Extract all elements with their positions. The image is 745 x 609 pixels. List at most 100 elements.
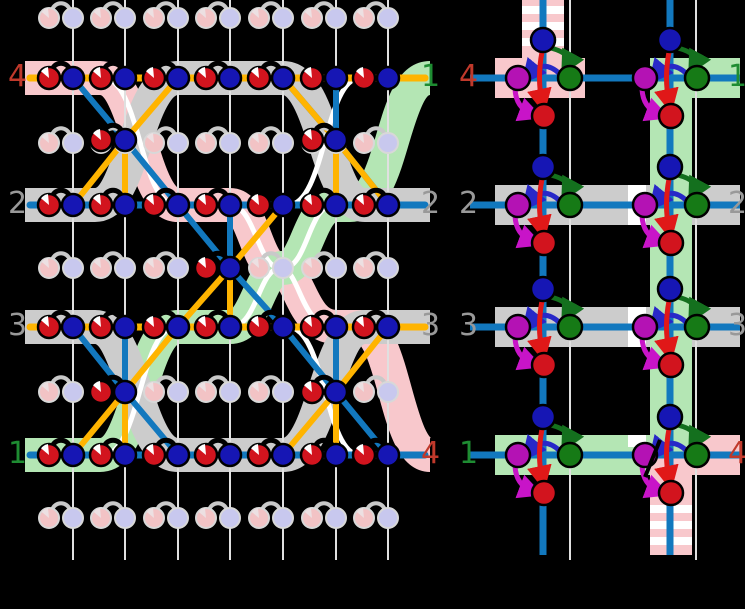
node-pair-active — [299, 437, 349, 468]
blue-node — [167, 507, 189, 529]
red-node-notch — [93, 8, 101, 18]
vertex-group — [504, 26, 585, 130]
magenta-node — [504, 441, 532, 469]
left-label-row-2: 2 — [8, 186, 28, 221]
node-pair-active — [88, 60, 138, 91]
blue-node — [529, 153, 557, 181]
node-pair-faded — [38, 1, 84, 29]
arrow-blue-to-red — [527, 428, 552, 491]
red-node-notch — [356, 444, 364, 455]
red-node-notch — [251, 382, 259, 392]
node-pair-active — [193, 187, 243, 218]
red-node-notch — [198, 8, 206, 18]
vertex-group — [631, 153, 712, 257]
node-pair-active — [351, 60, 401, 91]
red-node-notch — [41, 444, 49, 455]
node-pair-crossing — [88, 374, 138, 405]
blue-node — [165, 314, 191, 340]
red-node-notch — [93, 194, 101, 205]
red-node-notch — [251, 8, 259, 18]
green-node — [556, 191, 584, 219]
red-node-notch — [198, 508, 206, 518]
blue-node — [656, 275, 684, 303]
red-node-notch — [304, 381, 312, 392]
red-node-notch — [251, 444, 259, 455]
blue-node — [112, 442, 138, 468]
blue-node — [325, 7, 347, 29]
blue-node — [112, 127, 138, 153]
node-pair-faded — [301, 251, 347, 279]
node-pair-faded — [248, 126, 294, 154]
red-node-notch — [41, 133, 49, 143]
blue-node — [219, 7, 241, 29]
node-pair-faded — [353, 126, 399, 154]
node-pair-active — [141, 309, 191, 340]
blue-node — [167, 7, 189, 29]
red-node-notch — [41, 382, 49, 392]
red-node-notch — [356, 382, 364, 392]
red-node-notch — [356, 194, 364, 205]
node-pair-active — [36, 437, 86, 468]
node-pair-active — [88, 187, 138, 218]
node-pair-crossing — [299, 374, 349, 405]
blue-node — [112, 379, 138, 405]
node-pair-active — [141, 187, 191, 218]
red-node-notch — [356, 8, 364, 18]
blue-node — [272, 7, 294, 29]
arrow-green-to-magenta — [648, 306, 689, 334]
red-node-notch — [356, 133, 364, 143]
node-pair-active — [88, 309, 138, 340]
red-node-notch — [146, 508, 154, 518]
arrow-blue-to-green — [550, 172, 585, 203]
red-node-notch — [251, 508, 259, 518]
blue-node — [270, 192, 296, 218]
arrow-green-to-magenta — [521, 306, 562, 334]
blue-node — [377, 507, 399, 529]
blue-node — [270, 314, 296, 340]
red-node-notch — [93, 258, 101, 268]
blue-node — [165, 65, 191, 91]
red-node — [530, 229, 558, 257]
arrow-blue-to-red — [527, 178, 552, 241]
blue-node — [165, 442, 191, 468]
blue-node — [114, 507, 136, 529]
blue-node — [62, 257, 84, 279]
node-pair-faded — [90, 1, 136, 29]
node-pairs-active — [36, 60, 401, 468]
blue-node — [60, 65, 86, 91]
red-node — [530, 351, 558, 379]
vertex-group — [631, 26, 712, 130]
vertex-group — [504, 275, 585, 379]
node-pair-active — [351, 437, 401, 468]
node-pair-faded — [353, 501, 399, 529]
node-pair-active — [193, 437, 243, 468]
node-pair-active — [351, 187, 401, 218]
red-node-notch — [198, 133, 206, 143]
red-node-notch — [146, 8, 154, 18]
node-pair-faded — [248, 375, 294, 403]
green-node — [556, 441, 584, 469]
arrow-blue-to-green — [550, 422, 585, 453]
arrow-green-to-magenta — [648, 57, 689, 85]
blue-node — [272, 507, 294, 529]
vertex-group — [504, 153, 585, 257]
red-node-notch — [198, 444, 206, 455]
right-label-row-4: 4 — [459, 59, 479, 94]
node-pair-faded — [301, 1, 347, 29]
arrow-blue-to-green — [677, 172, 712, 203]
blue-node — [217, 65, 243, 91]
red-node-notch — [251, 67, 259, 78]
blue-node — [62, 132, 84, 154]
node-pair-active — [246, 437, 296, 468]
blue-node — [323, 192, 349, 218]
arrow-blue-to-red — [654, 51, 679, 114]
blue-node — [375, 65, 401, 91]
blue-node — [377, 381, 399, 403]
right-right-label-row-1: 4 — [728, 436, 745, 471]
red-node-notch — [146, 194, 154, 205]
blue-node — [167, 381, 189, 403]
blue-node — [60, 442, 86, 468]
red-node-notch — [41, 508, 49, 518]
blue-node — [219, 381, 241, 403]
